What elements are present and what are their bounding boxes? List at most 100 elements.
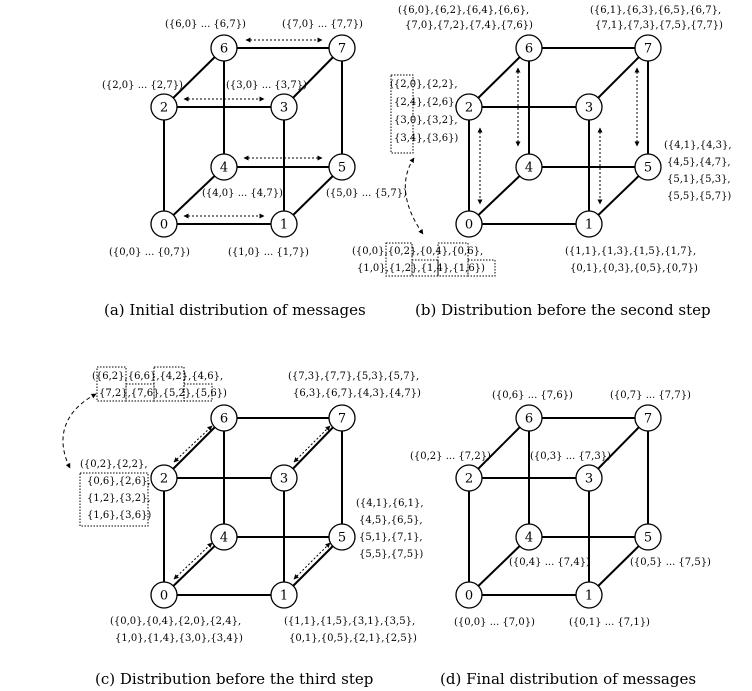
svg-text:4: 4 — [220, 161, 228, 176]
caption-c: (c) Distribution before the third step — [95, 670, 373, 688]
label-node-1: {0,1},{0,5},{2,1},{2,5}) — [289, 633, 417, 644]
label-node-5: {5,1},{7,1}, — [359, 532, 423, 543]
svg-text:6: 6 — [220, 412, 228, 427]
node-6: 6 — [515, 34, 543, 62]
node-7: 7 — [634, 34, 662, 62]
message-labels: ({6,0},{6,2},{6,4},{6,6}, {7,0},{7,2},{7… — [352, 5, 732, 274]
svg-text:1: 1 — [280, 218, 288, 233]
label-node-7: ({7,0} ... {7,7}) — [282, 19, 363, 30]
svg-text:2: 2 — [160, 472, 168, 487]
svg-text:6: 6 — [525, 42, 533, 57]
label-node-2: ({0,2} ... {7,2}) — [410, 451, 491, 462]
label-node-7: {6,3},{6,7},{4,3},{4,7}) — [293, 388, 421, 399]
node-1: 1 — [575, 210, 603, 238]
exchange-arrows — [183, 37, 323, 219]
label-node-4: ({4,0} ... {4,7}) — [202, 188, 283, 199]
node-0: 0 — [150, 581, 178, 609]
svg-text:1: 1 — [585, 218, 593, 233]
svg-text:4: 4 — [525, 531, 533, 546]
node-5: 5 — [634, 153, 662, 181]
label-node-0: {1,0},{1,2},{1,4},{1,6}) — [357, 263, 485, 274]
group-boxes — [79, 366, 213, 527]
svg-text:5: 5 — [338, 161, 346, 176]
cube-nodes: 0 1 2 3 4 5 6 7 — [150, 404, 356, 609]
node-6: 6 — [210, 34, 238, 62]
node-4: 4 — [210, 523, 238, 551]
svg-text:5: 5 — [338, 531, 346, 546]
label-node-6: ({6,0},{6,2},{6,4},{6,6}, — [398, 5, 529, 16]
label-node-6: {7,0},{7,2},{7,4},{7,6}) — [405, 20, 533, 31]
label-node-1: ({1,1},{1,5},{3,1},{3,5}, — [284, 616, 415, 627]
label-node-0: ({0,0},{0,4},{2,0},{2,4}, — [110, 616, 241, 627]
node-3: 3 — [270, 93, 298, 121]
label-node-5: ({4,1},{6,1}, — [356, 498, 424, 509]
cube-nodes: 0 1 2 3 4 5 6 7 — [455, 34, 662, 238]
svg-text:7: 7 — [644, 42, 652, 57]
node-7: 7 — [634, 404, 662, 432]
svg-text:6: 6 — [220, 42, 228, 57]
svg-text:1: 1 — [585, 589, 593, 604]
node-2: 2 — [455, 93, 483, 121]
cube-edges — [468, 47, 649, 225]
label-node-6: ({0,6} ... {7,6}) — [492, 390, 573, 401]
label-node-2: ({2,0},{2,2}, — [390, 79, 458, 90]
node-1: 1 — [270, 210, 298, 238]
label-node-5: {4,5},{4,7}, — [667, 157, 731, 168]
label-node-4: ({0,4} ... {7,4}) — [509, 557, 590, 568]
label-node-5: {5,1},{5,3}, — [667, 174, 731, 185]
label-node-6: {7,2},{7,6},{5,2},{5,6}) — [99, 388, 227, 399]
group-boxes — [385, 74, 496, 277]
node-1: 1 — [575, 581, 603, 609]
panel-d: 0 1 2 3 4 5 6 7 ({0,6} ... {7,6}) ({0,7}… — [410, 390, 711, 688]
caption-d: (d) Final distribution of messages — [440, 670, 696, 688]
label-node-1: ({1,0} ... {1,7}) — [228, 247, 309, 258]
svg-text:3: 3 — [280, 472, 288, 487]
svg-text:7: 7 — [338, 412, 346, 427]
label-node-1: {0,1},{0,3},{0,5},{0,7}) — [570, 263, 698, 274]
svg-text:3: 3 — [585, 101, 593, 116]
panel-b: 0 1 2 3 4 5 6 7 ({6,0},{6,2},{6,4},{6,6}… — [352, 5, 732, 319]
node-3: 3 — [575, 464, 603, 492]
svg-text:0: 0 — [465, 218, 473, 233]
label-node-5: ({0,5} ... {7,5}) — [630, 557, 711, 568]
cube-nodes: 0 1 2 3 4 5 6 7 — [150, 34, 356, 238]
panel-c: 0 1 2 3 4 5 6 7 ({6,2},{6,6},{4,2},{4,6}… — [62, 366, 424, 688]
svg-text:2: 2 — [160, 101, 168, 116]
label-node-7: ({6,1},{6,3},{6,5},{6,7}, — [590, 5, 721, 16]
label-node-5: {5,5},{7,5}) — [359, 549, 423, 560]
svg-text:1: 1 — [280, 589, 288, 604]
label-node-0: ({0,0},{0,2},{0,4},{0,6}, — [352, 246, 483, 257]
node-2: 2 — [150, 464, 178, 492]
svg-text:5: 5 — [644, 531, 652, 546]
node-1: 1 — [270, 581, 298, 609]
caption-a: (a) Initial distribution of messages — [104, 301, 366, 319]
label-node-7: {7,1},{7,3},{7,5},{7,7}) — [595, 20, 723, 31]
node-2: 2 — [455, 464, 483, 492]
label-node-3: ({0,3} ... {7,3}) — [530, 451, 611, 462]
message-labels: ({6,2},{6,6},{4,2},{4,6}, {7,2},{7,6},{5… — [80, 371, 424, 644]
svg-text:2: 2 — [465, 101, 473, 116]
node-4: 4 — [210, 153, 238, 181]
svg-text:0: 0 — [160, 218, 168, 233]
label-node-7: ({0,7} ... {7,7}) — [610, 390, 691, 401]
label-node-5: ({4,1},{4,3}, — [664, 140, 732, 151]
node-0: 0 — [455, 581, 483, 609]
node-0: 0 — [150, 210, 178, 238]
svg-text:3: 3 — [585, 472, 593, 487]
label-node-2: {1,6},{3,6}) — [87, 510, 151, 521]
exchange-arrows — [62, 393, 331, 580]
node-6: 6 — [515, 404, 543, 432]
label-node-5: ({5,0} ... {5,7}) — [326, 188, 407, 199]
label-node-5: {4,5},{6,5}, — [359, 515, 423, 526]
message-labels: ({0,6} ... {7,6}) ({0,7} ... {7,7}) ({0,… — [410, 390, 711, 628]
label-node-2: {3,4},{3,6}) — [394, 133, 458, 144]
node-5: 5 — [328, 523, 356, 551]
svg-text:5: 5 — [644, 161, 652, 176]
node-3: 3 — [575, 93, 603, 121]
label-node-6: ({6,0} ... {6,7}) — [165, 19, 246, 30]
node-5: 5 — [634, 523, 662, 551]
node-4: 4 — [515, 153, 543, 181]
svg-text:4: 4 — [525, 161, 533, 176]
label-node-0: ({0,0} ... {0,7}) — [109, 247, 190, 258]
panel-a: 0 1 2 3 4 5 6 7 ({6,0} ... {6,7}) ({7,0}… — [102, 19, 407, 319]
